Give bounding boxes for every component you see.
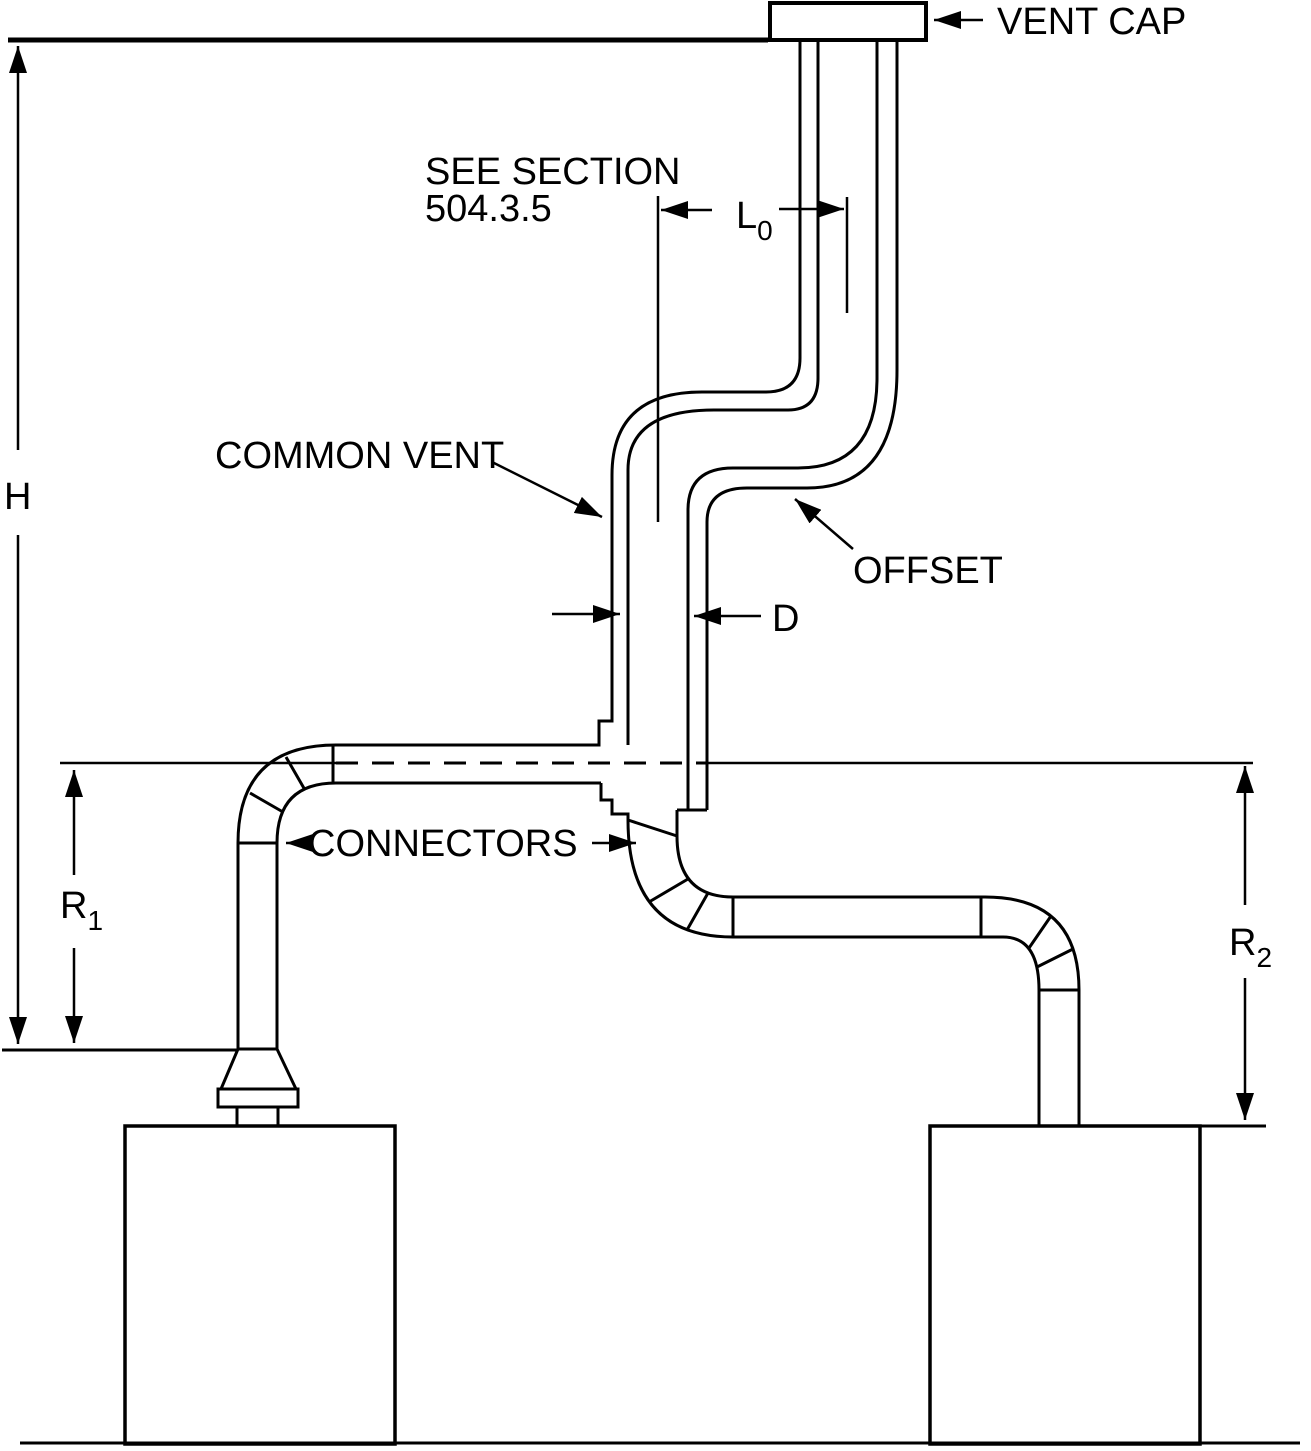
offset-length-label: L0	[736, 195, 773, 246]
vent-cap-label: VENT CAP	[997, 1, 1186, 43]
common-vent-label: COMMON VENT	[215, 435, 504, 477]
rise-left-subscript: 1	[87, 905, 103, 936]
diameter-label: D	[772, 598, 799, 640]
right-connector	[733, 895, 1081, 1126]
draft-hood	[216, 1047, 300, 1126]
common-vent-tee-junction	[599, 783, 735, 939]
vent-wall-outer-left	[236, 41, 802, 1049]
height-label: H	[4, 476, 31, 518]
vent-wall-outer-right	[705, 41, 899, 810]
left-connector	[238, 745, 601, 1049]
offset-label: OFFSET	[853, 550, 1003, 592]
right-appliance	[928, 1124, 1202, 1446]
left-connector-inner-wall	[275, 781, 601, 1049]
tee-elbow-inner-curve	[675, 810, 734, 899]
left-appliance	[123, 1124, 397, 1446]
rise-left-label: R1	[60, 885, 103, 936]
offset-length-subscript: 0	[757, 215, 773, 246]
offset-length-main: L	[736, 195, 757, 237]
rise-right-label: R2	[1229, 922, 1272, 973]
right-connector-outer-wall	[733, 895, 1081, 1126]
dimension-d	[552, 605, 761, 625]
dimension-l0	[661, 200, 844, 219]
rise-right-main: R	[1229, 922, 1256, 964]
rise-right-subscript: 2	[1256, 942, 1272, 973]
vent-cap-shape	[768, 1, 928, 42]
vent-wall-inner-right	[686, 41, 879, 810]
draft-hood-neck	[235, 1107, 280, 1126]
draft-hood-flare	[219, 1047, 298, 1090]
left-elbow-segment-lines	[249, 756, 307, 814]
tee-elbow-outer-curve	[599, 783, 734, 939]
common-vent-leader-arrow	[491, 460, 603, 519]
right-elbow-segment-lines	[1027, 915, 1074, 969]
rise-left-main: R	[60, 885, 87, 927]
see-section-label-line1: SEE SECTION	[425, 151, 681, 193]
see-section-label-line2: 504.3.5	[425, 188, 552, 230]
tee-elbow-joint-line	[627, 818, 678, 838]
right-connector-inner-wall	[733, 935, 1041, 1126]
draft-hood-band	[216, 1087, 300, 1109]
connectors-label: CONNECTORS	[308, 823, 578, 865]
offset-leader-arrow	[794, 498, 854, 550]
tee-elbow-segment-lines	[648, 877, 710, 931]
common-vent-pipe	[236, 41, 899, 1049]
vent-wall-inner-left	[626, 41, 820, 745]
